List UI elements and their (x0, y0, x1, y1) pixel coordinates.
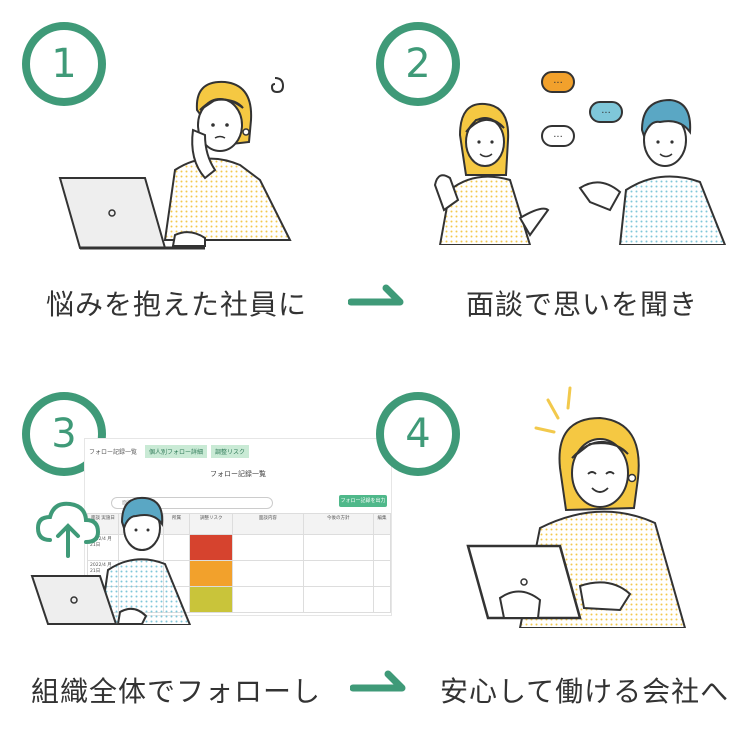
speech-bubble-icon: ··· ··· ··· (541, 71, 623, 147)
step-number-1: 1 (22, 22, 106, 106)
team-follow-illustration (30, 496, 192, 625)
step-number-4: 4 (376, 392, 460, 476)
table-header: 調整リスク (189, 513, 234, 535)
svg-text:···: ··· (601, 108, 611, 119)
cloud-upload-icon (35, 501, 101, 558)
step-caption-3: 組織全体でフォローし (31, 675, 322, 708)
screenshot-title: フォロー記録一覧 (210, 470, 266, 478)
tab-risk: 調整リスク (211, 445, 250, 458)
step-caption-4: 安心して働ける会社へ (440, 675, 730, 708)
risk-level-yellow (189, 586, 234, 613)
arrow-right-icon (350, 670, 406, 692)
export-button: フォロー記録を出力する (339, 495, 387, 516)
step-number-2: 2 (376, 22, 460, 106)
table-header: 面談内容 (232, 513, 304, 535)
interview-illustration: ··· ··· ··· (433, 71, 727, 245)
svg-text:···: ··· (553, 132, 563, 143)
table-header: 編集 (373, 513, 391, 535)
tab-individual-detail: 個人別フォロー詳細 (145, 445, 208, 458)
worried-employee-illustration (58, 77, 292, 250)
step-caption-1: 悩みを抱えた社員に (46, 288, 308, 321)
happy-employee-illustration (466, 386, 687, 628)
step-caption-2: 面談で思いを聞き (466, 288, 699, 321)
table-header: 所属 (162, 513, 191, 535)
sparkle-icon (534, 386, 572, 434)
table-header: 今後の方針 (302, 513, 375, 535)
tab-follow-list: フォロー記録一覧 (85, 445, 142, 458)
svg-text:···: ··· (553, 78, 563, 89)
arrow-right-icon (348, 284, 404, 306)
sweat-swirl-icon (270, 77, 285, 94)
